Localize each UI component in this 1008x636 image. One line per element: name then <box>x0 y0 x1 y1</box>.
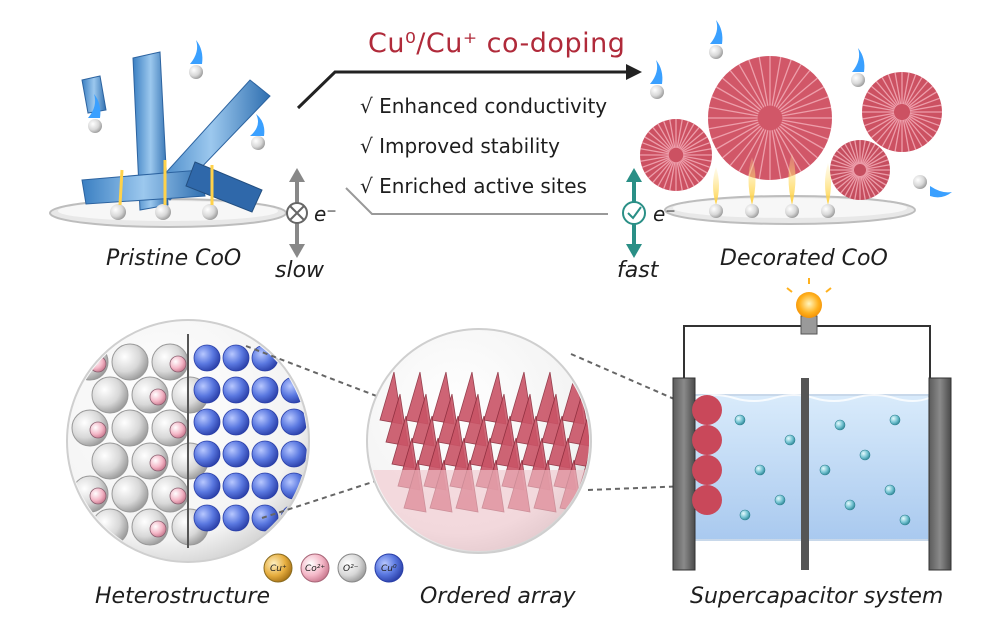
atom-legend: Cu⁺ Co²⁺ O²⁻ Cu⁰ <box>264 554 403 582</box>
decorated-coo-label: Decorated CoO <box>720 246 888 271</box>
benefit-active-sites: √ Enriched active sites <box>360 174 587 198</box>
electron-label-slow: e⁻ <box>314 202 337 226</box>
benefit-conductivity: √ Enhanced conductivity <box>360 94 607 118</box>
pristine-coo-label: Pristine CoO <box>106 246 241 271</box>
light-bulb-icon <box>796 292 822 318</box>
fast-label: fast <box>617 258 658 283</box>
legend-co2-plus: Co²⁺ <box>305 564 325 574</box>
fast-electron-transfer-indicator <box>623 168 645 258</box>
supercapacitor-label: Supercapacitor system <box>690 584 943 609</box>
legend-cu-plus: Cu⁺ <box>270 564 287 574</box>
coo-nanorods <box>82 52 270 212</box>
slow-electron-transfer-indicator <box>287 168 307 258</box>
electron-label-fast: e⁻ <box>653 202 676 226</box>
decorated-coo-illustration <box>640 20 952 224</box>
legend-cu0: Cu⁰ <box>381 564 397 574</box>
benefit-stability: √ Improved stability <box>360 134 560 158</box>
heterostructure-label: Heterostructure <box>95 584 270 609</box>
supercapacitor-illustration <box>673 278 951 570</box>
legend-o2-minus: O²⁻ <box>343 564 359 574</box>
doping-title: Cu⁰/Cu⁺ co-doping <box>368 28 625 59</box>
ordered-array-label: Ordered array <box>420 584 575 609</box>
pristine-coo-illustration <box>50 40 286 227</box>
ordered-array-view <box>367 329 634 560</box>
slow-label: slow <box>275 258 324 283</box>
